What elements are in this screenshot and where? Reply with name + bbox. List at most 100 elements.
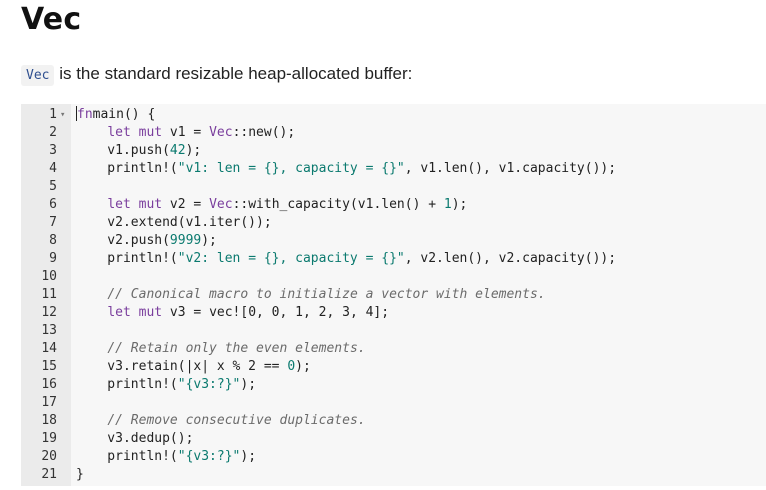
inline-code-vec: Vec (21, 65, 55, 86)
code-token: Vec (209, 125, 233, 140)
code-line[interactable]: 18 // Remove consecutive duplicates. (21, 412, 766, 430)
code-token: ); (201, 233, 217, 248)
code-token: 0 (287, 359, 296, 374)
code-token: ); (185, 143, 202, 158)
code-line[interactable]: 16 println!("{v3:?}"); (21, 376, 766, 394)
code-text: v3.dedup(); (76, 430, 193, 448)
line-number: 10 (41, 269, 57, 284)
code-line[interactable]: 3 v1.push(42); (21, 142, 766, 160)
code-line[interactable]: 20 println!("{v3:?}"); (21, 448, 766, 466)
code-editor[interactable]: 1▾fnmain() {2 let mut v1 = Vec::new();3 … (21, 104, 766, 486)
text-cursor (76, 106, 77, 121)
line-number: 21 (41, 467, 57, 482)
code-text: v3.retain(|x| x % 2 == 0); (76, 358, 311, 376)
code-line[interactable]: 13 (21, 322, 766, 340)
code-line[interactable]: 14 // Retain only the even elements. (21, 340, 766, 358)
code-token: v3.retain(|x| x % 2 == (76, 359, 288, 374)
line-number: 1 (49, 107, 57, 122)
code-text: // Canonical macro to initialize a vecto… (76, 286, 546, 304)
code-token (76, 287, 107, 302)
line-number: 11 (41, 287, 57, 302)
code-line[interactable]: 9 println!("v2: len = {}, capacity = {}"… (21, 250, 766, 268)
code-token: 9999 (169, 233, 202, 248)
code-token: "v2: len = {}, capacity = {}" (177, 251, 405, 266)
code-line[interactable]: 19 v3.dedup(); (21, 430, 766, 448)
line-number: 8 (49, 233, 57, 248)
line-number: 4 (49, 161, 57, 176)
line-number-gutter (21, 104, 71, 486)
code-text: let mut v2 = Vec::with_capacity(v1.len()… (76, 196, 467, 214)
code-token: println!( (76, 377, 178, 392)
line-number: 7 (49, 215, 57, 230)
code-token: ); (295, 359, 311, 374)
line-number: 15 (41, 359, 57, 374)
code-text: println!("v1: len = {}, capacity = {}", … (76, 160, 616, 178)
code-token (76, 125, 107, 140)
code-text: fnmain() { (76, 106, 155, 124)
code-token: ::new(); (232, 125, 296, 140)
code-token: v1.push( (76, 143, 170, 158)
code-token: ); (240, 449, 257, 464)
code-line[interactable]: 1▾ fnmain() { (21, 106, 766, 124)
code-line[interactable]: 6 let mut v2 = Vec::with_capacity(v1.len… (21, 196, 766, 214)
code-token: v3 = vec![0, 0, 1, 2, 3, 4]; (162, 305, 390, 320)
code-line[interactable]: 11 // Canonical macro to initialize a ve… (21, 286, 766, 304)
code-token: "v1: len = {}, capacity = {}" (177, 161, 405, 176)
code-text: v1.push(42); (76, 142, 201, 160)
code-line[interactable]: 10 (21, 268, 766, 286)
code-token: "{v3:?}" (177, 377, 241, 392)
code-token (76, 341, 107, 356)
code-token: // Retain only the even elements. (107, 341, 366, 356)
code-lines[interactable]: 1▾fnmain() {2 let mut v1 = Vec::new();3 … (21, 106, 766, 484)
code-token: ); (240, 377, 257, 392)
code-token: Vec (209, 197, 233, 212)
code-token: 42 (169, 143, 186, 158)
code-text: println!("v2: len = {}, capacity = {}", … (76, 250, 616, 268)
code-token: ::with_capacity(v1.len() + (232, 197, 444, 212)
code-token (76, 197, 107, 212)
code-line[interactable]: 7 v2.extend(v1.iter()); (21, 214, 766, 232)
code-token: v2 = (162, 197, 210, 212)
code-line[interactable]: 21} (21, 466, 766, 484)
code-token: main() { (92, 107, 156, 122)
line-number: 19 (41, 431, 57, 446)
code-line[interactable]: 17 (21, 394, 766, 412)
code-token: , v1.len(), v1.capacity()); (404, 161, 617, 176)
code-line[interactable]: 2 let mut v1 = Vec::new(); (21, 124, 766, 142)
code-token: // Canonical macro to initialize a vecto… (107, 287, 546, 302)
code-token: println!( (76, 161, 178, 176)
code-token (76, 413, 107, 428)
code-line[interactable]: 4 println!("v1: len = {}, capacity = {}"… (21, 160, 766, 178)
code-text: // Retain only the even elements. (76, 340, 366, 358)
code-token: println!( (76, 251, 178, 266)
line-number: 9 (49, 251, 57, 266)
code-token: ); (451, 197, 468, 212)
code-token: fn (77, 107, 93, 122)
line-number: 17 (41, 395, 57, 410)
code-text: v2.extend(v1.iter()); (76, 214, 272, 232)
page-title: Vec (21, 2, 82, 37)
line-number: 14 (41, 341, 57, 356)
line-number: 5 (49, 179, 57, 194)
code-text: } (76, 466, 84, 484)
code-line[interactable]: 12 let mut v3 = vec![0, 0, 1, 2, 3, 4]; (21, 304, 766, 322)
code-text: // Remove consecutive duplicates. (76, 412, 365, 430)
line-number: 6 (49, 197, 57, 212)
code-token: "{v3:?}" (177, 449, 241, 464)
code-token: , v2.len(), v2.capacity()); (404, 251, 617, 266)
code-line[interactable]: 15 v3.retain(|x| x % 2 == 0); (21, 358, 766, 376)
line-number: 2 (49, 125, 57, 140)
code-token: v2.extend(v1.iter()); (76, 215, 272, 230)
code-token: let mut (107, 125, 163, 140)
code-line[interactable]: 8 v2.push(9999); (21, 232, 766, 250)
chevron-down-icon[interactable]: ▾ (60, 110, 66, 120)
code-text: println!("{v3:?}"); (76, 376, 256, 394)
code-token: v3.dedup(); (76, 431, 194, 446)
code-text: v2.push(9999); (76, 232, 217, 250)
code-text: let mut v1 = Vec::new(); (76, 124, 295, 142)
code-token: println!( (76, 449, 178, 464)
line-number: 20 (41, 449, 57, 464)
line-number: 13 (41, 323, 57, 338)
code-line[interactable]: 5 (21, 178, 766, 196)
code-token: v1 = (162, 125, 210, 140)
